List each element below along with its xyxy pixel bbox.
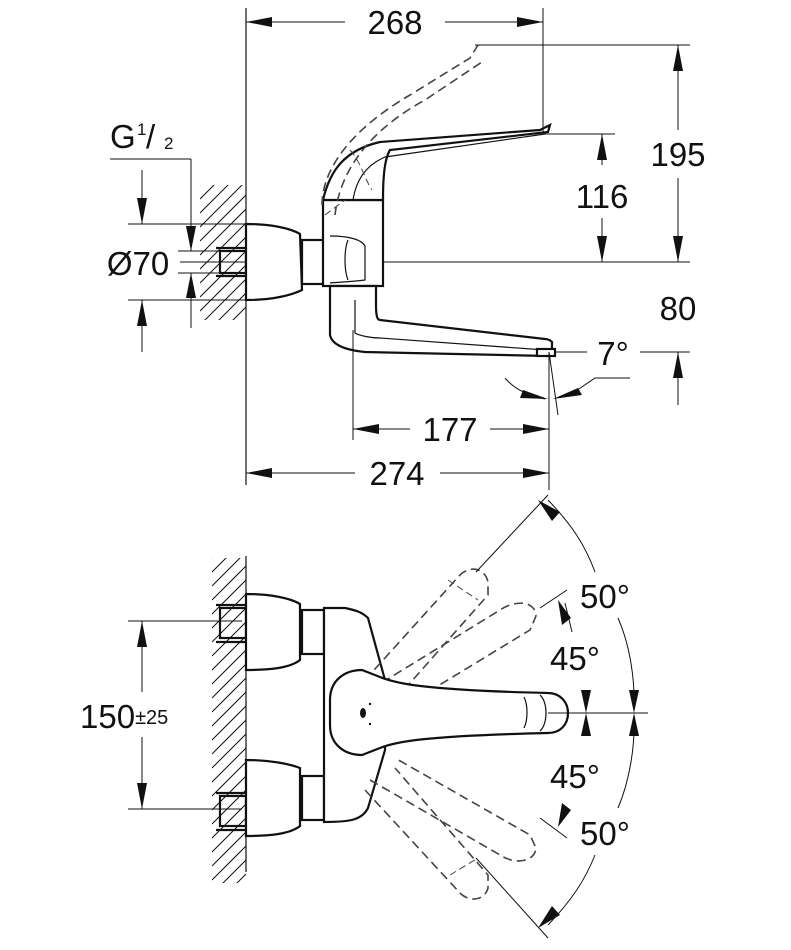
escutcheon-diameter: Ø70 [107,245,169,282]
wall-hatch-top-view [212,558,246,883]
lever-raised-outline [321,44,479,206]
thread-fraction-numerator: 1 [137,120,146,139]
hatch-line [212,558,241,587]
angle-upper-inner: 45° [550,640,600,677]
aerator [535,347,557,358]
hatch-line [212,558,213,559]
thread-fraction-slash: / [146,118,156,155]
hatch-line [212,579,246,615]
side-view: 268 195 116 80 7° 177 [107,4,706,492]
hatch-line [212,803,246,839]
escutcheon-upper [244,592,302,672]
hatch-line [204,278,246,320]
hatch-line [212,831,246,867]
hatch-line [212,649,246,685]
dim-177: 177 [422,411,477,448]
escutcheon-lower [244,758,302,838]
spout [328,284,554,358]
dim-7-degrees: 7° [597,335,629,372]
hatch-line [218,292,246,320]
lever [321,122,552,202]
mixer-body [321,198,385,288]
hatch-line [232,306,246,320]
hatch-line [200,208,246,256]
dim-195: 195 [650,136,705,173]
top-view: 150±25 50° 45° 45° 50° [80,494,648,939]
hatch-line [212,747,246,783]
hatch-line [212,719,246,755]
hatch-line [222,859,246,883]
lever-indicator-dot [360,708,366,718]
hatch-line [200,236,246,284]
thread-fraction-denominator: 2 [164,134,173,153]
wall-hatch [200,185,246,320]
hatch-line [200,185,243,228]
hatch-line [200,185,201,186]
dim-116: 116 [576,178,629,215]
angle-lower-inner: 45° [550,758,600,795]
hatch-line [212,691,246,727]
hatch-line [212,565,246,601]
lever-swing-positions [364,568,537,900]
hatch-line [200,185,215,200]
hatch-line [212,593,246,629]
hatch-line [212,817,246,853]
hatch-line [200,194,246,242]
hatch-line [212,733,246,769]
dim-80: 80 [660,290,697,327]
hatch-line [212,663,246,699]
angle-upper-outer: 50° [580,578,630,615]
hatch-line [236,873,246,883]
centres-dimension: 150±25 [80,698,168,735]
connector [300,238,326,286]
angle-lower-outer: 50° [580,815,630,852]
hatch-line [212,677,246,713]
dim-268: 268 [367,4,422,41]
thread-label: G [110,118,136,155]
dim-274: 274 [369,455,424,492]
hatch-line [200,264,246,312]
hatch-line [212,761,246,797]
hatch-line [212,607,246,643]
hatch-line [200,185,229,214]
hatch-line [212,845,246,881]
hatch-line [200,222,246,270]
hatch-line [212,558,227,573]
escutcheon [244,222,304,302]
hatch-line [212,705,246,741]
